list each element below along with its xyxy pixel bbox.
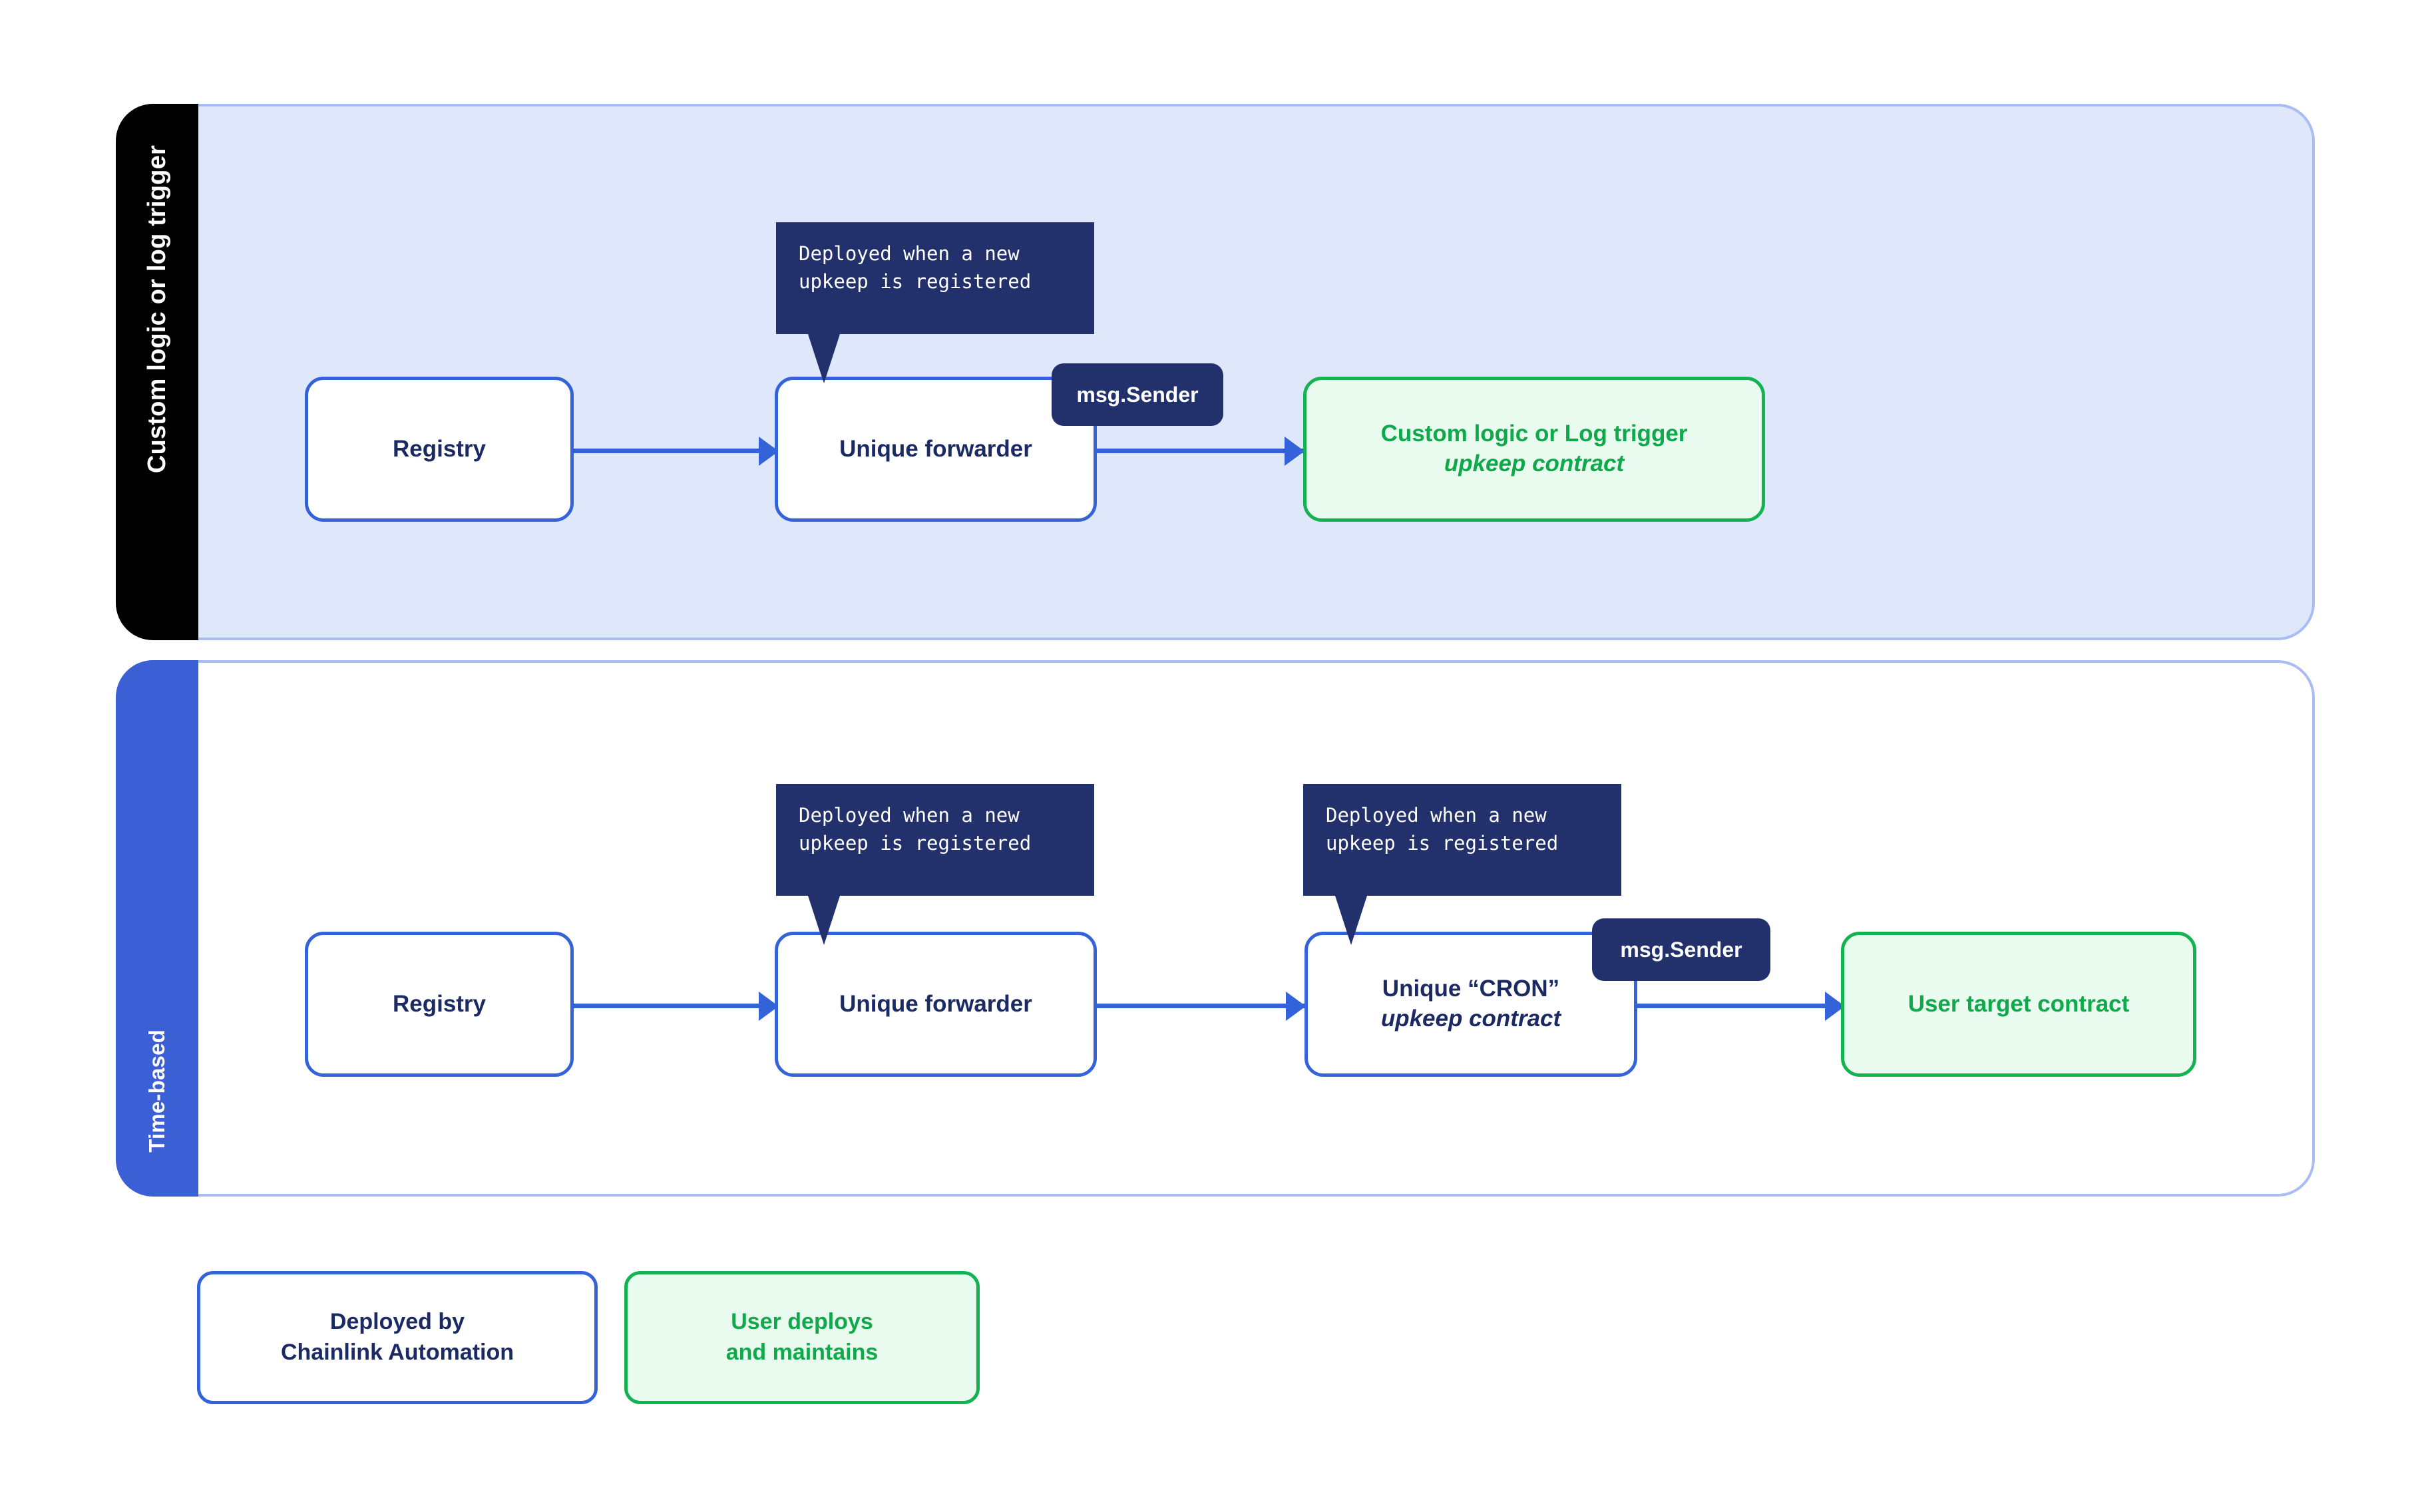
connector-registry-to-forwarder-time bbox=[574, 1004, 775, 1008]
node-unique-forwarder-custom-label: Unique forwarder bbox=[839, 435, 1032, 462]
tooltip-deployed-when-new-upkeep-cron-time: Deployed when a new upkeep is registered bbox=[1303, 784, 1621, 945]
node-registry-time-label: Registry bbox=[392, 990, 487, 1017]
arrowhead-forwarder-to-cron-time bbox=[1286, 992, 1306, 1021]
row-label-time-text: Time-based bbox=[144, 1030, 169, 1153]
panel-time-based bbox=[116, 660, 2315, 1197]
tooltip-custom-line2: upkeep is registered bbox=[799, 270, 1032, 293]
node-registry-time[interactable]: Registry bbox=[305, 932, 574, 1077]
tooltip-time-cron-line2: upkeep is registered bbox=[1326, 832, 1559, 855]
tooltip-deployed-when-new-upkeep-custom: Deployed when a new upkeep is registered bbox=[776, 222, 1094, 383]
node-cron-line2: upkeep contract bbox=[1380, 1006, 1561, 1032]
node-cron-line1: Unique “CRON” bbox=[1382, 976, 1560, 1002]
node-unique-forwarder-time-label: Unique forwarder bbox=[839, 990, 1032, 1017]
connector-forwarder-to-cron-time bbox=[1097, 1004, 1305, 1008]
tooltip-time-forwarder-line1: Deployed when a new bbox=[799, 804, 1020, 827]
row-label-custom-logic-or-log-trigger: Custom logic or log trigger bbox=[116, 104, 198, 640]
row-label-time-based: Time-based bbox=[116, 660, 198, 1197]
node-unique-forwarder-custom[interactable]: Unique forwarder bbox=[775, 377, 1097, 522]
node-registry-custom-label: Registry bbox=[392, 435, 487, 462]
arrowhead-forwarder-to-target-custom bbox=[1285, 437, 1305, 466]
node-unique-cron-upkeep-contract[interactable]: Unique “CRON” upkeep contract bbox=[1305, 932, 1637, 1077]
tooltip-deployed-when-new-upkeep-forwarder-time: Deployed when a new upkeep is registered bbox=[776, 784, 1094, 945]
node-user-target-contract-label: User target contract bbox=[1908, 990, 2130, 1017]
connector-registry-to-forwarder-custom bbox=[574, 449, 775, 453]
tooltip-tail-icon bbox=[1335, 896, 1367, 945]
badge-msg-sender-time-label: msg.Sender bbox=[1620, 937, 1742, 962]
legend-user-line2: and maintains bbox=[725, 1340, 879, 1365]
legend-user-deploys-and-maintains: User deploys and maintains bbox=[624, 1271, 980, 1404]
node-registry-custom[interactable]: Registry bbox=[305, 377, 574, 522]
connector-cron-to-target-time bbox=[1637, 1004, 1841, 1008]
row-label-custom-text: Custom logic or log trigger bbox=[142, 145, 171, 474]
legend-deployed-by-chainlink-automation: Deployed by Chainlink Automation bbox=[197, 1271, 598, 1404]
badge-msg-sender-custom-label: msg.Sender bbox=[1076, 382, 1199, 407]
node-unique-forwarder-time[interactable]: Unique forwarder bbox=[775, 932, 1097, 1077]
tooltip-time-cron-line1: Deployed when a new bbox=[1326, 804, 1547, 827]
tooltip-tail-icon bbox=[808, 896, 840, 945]
node-user-target-contract[interactable]: User target contract bbox=[1841, 932, 2196, 1077]
connector-forwarder-to-target-custom bbox=[1097, 449, 1303, 453]
badge-msg-sender-time: msg.Sender bbox=[1592, 918, 1770, 981]
legend-deployed-line2: Chainlink Automation bbox=[280, 1340, 514, 1365]
node-custom-logic-upkeep-line1: Custom logic or Log trigger bbox=[1380, 421, 1688, 447]
legend-user-line1: User deploys bbox=[731, 1309, 873, 1335]
legend-deployed-line1: Deployed by bbox=[329, 1309, 465, 1335]
node-custom-logic-upkeep-contract[interactable]: Custom logic or Log trigger upkeep contr… bbox=[1303, 377, 1765, 522]
badge-msg-sender-custom: msg.Sender bbox=[1052, 363, 1223, 426]
tooltip-time-forwarder-line2: upkeep is registered bbox=[799, 832, 1032, 855]
tooltip-tail-icon bbox=[808, 334, 840, 383]
tooltip-custom-line1: Deployed when a new bbox=[799, 242, 1020, 265]
node-custom-logic-upkeep-line2: upkeep contract bbox=[1444, 451, 1625, 476]
